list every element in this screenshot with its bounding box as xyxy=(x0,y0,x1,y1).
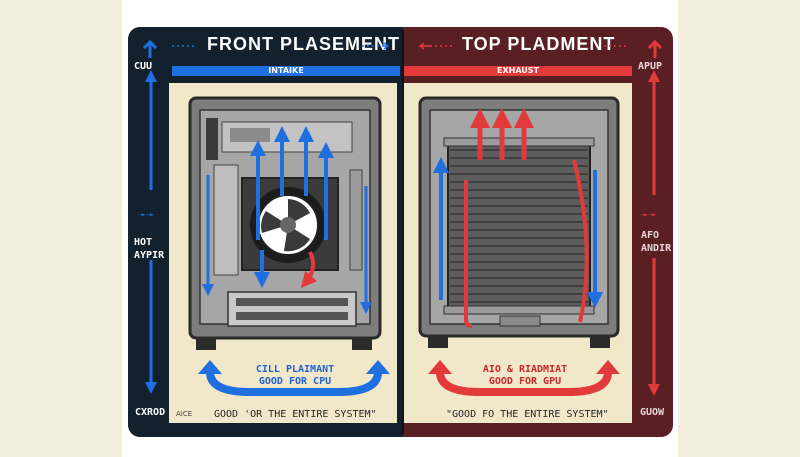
header-left-arrows xyxy=(142,39,390,58)
exhaust-strip: EXHAUST xyxy=(404,66,632,76)
svg-text:➛➛: ➛➛ xyxy=(640,210,657,221)
small-corner-text: AICE xyxy=(176,410,193,418)
left-top-label: CUU xyxy=(134,61,153,72)
top-bottom-arrow xyxy=(428,360,620,396)
right-side-arrows: ➛➛ xyxy=(640,70,660,396)
svg-text:➛➛: ➛➛ xyxy=(138,210,155,221)
right-system-text: "GOOD FO THE ENTIRE SYSTEM" xyxy=(446,409,609,420)
cpu-caption: CILL PLAIMANT GOOD FOR CPU xyxy=(255,364,335,387)
top-placement-title: TOP PLADMENT xyxy=(462,34,616,54)
left-mid-label: HOT AYPIR xyxy=(134,237,165,261)
top-airflow-arrows xyxy=(433,108,603,328)
left-side-arrows: ➛➛ xyxy=(138,70,157,394)
front-bottom-arrow xyxy=(198,360,390,396)
top-case-illustration xyxy=(418,96,620,348)
front-case-illustration xyxy=(188,96,382,350)
left-bottom-label: CXROD xyxy=(135,407,166,418)
header-right-arrows xyxy=(418,39,663,58)
right-mid-label: AFO ANDIR xyxy=(641,230,672,254)
gpu-caption: AIO & RIADMIAT GOOD FOR GPU xyxy=(482,364,568,387)
right-top-label: APUP xyxy=(638,61,663,72)
intake-strip: INTAIKE xyxy=(172,66,400,76)
right-background-side xyxy=(678,0,800,457)
right-bottom-label: GUOW xyxy=(640,407,665,418)
front-airflow-arrows xyxy=(202,126,372,314)
left-background-side xyxy=(0,0,122,457)
front-placement-title: FRONT PLASEMENT xyxy=(207,34,400,54)
left-system-text: GOOD 'OR THE ENTIRE SYSTEM" xyxy=(214,409,377,420)
